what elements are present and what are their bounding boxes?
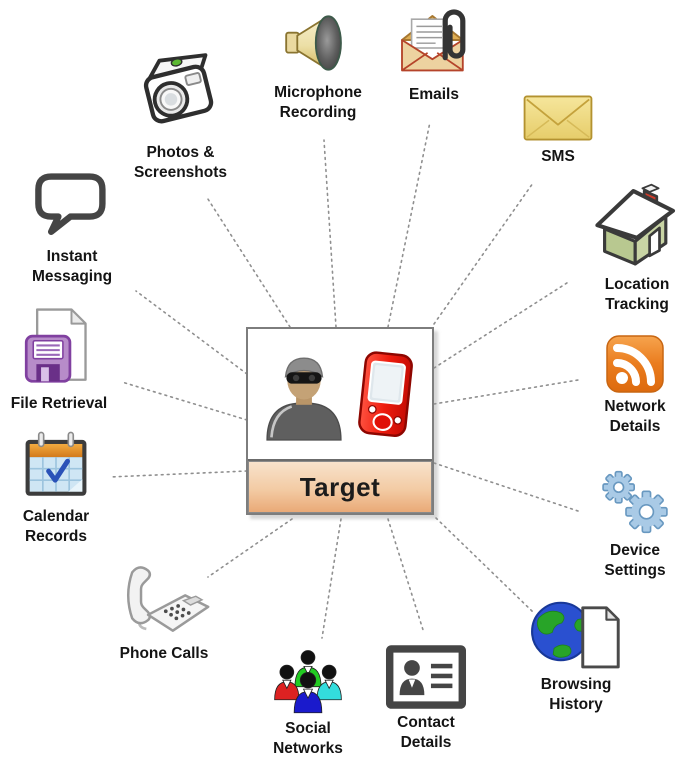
node-social-networks: Social Networks bbox=[244, 646, 372, 760]
node-phone-calls: Phone Calls bbox=[96, 560, 232, 664]
target-label: Target bbox=[299, 471, 381, 502]
node-location-tracking: Location Tracking bbox=[574, 182, 700, 316]
floppy-document-icon bbox=[24, 308, 87, 383]
target-bar: Target bbox=[248, 459, 432, 513]
node-label-microphone: Microphone Recording bbox=[274, 84, 362, 122]
node-label-phone: Phone Calls bbox=[119, 645, 209, 662]
node-label-location: Location Tracking bbox=[604, 276, 670, 314]
node-label-emails: Emails bbox=[409, 86, 459, 103]
node-label-contact: Contact Details bbox=[397, 714, 455, 752]
node-microphone-recording: Microphone Recording bbox=[248, 6, 388, 124]
node-label-file: File Retrieval bbox=[10, 395, 108, 412]
connection-sms bbox=[433, 182, 534, 325]
connection-calendar bbox=[109, 470, 248, 478]
node-label-calendar: Calendar Records bbox=[22, 508, 90, 546]
node-browsing-history: Browsing History bbox=[512, 596, 640, 716]
node-calendar-records: Calendar Records bbox=[0, 430, 112, 548]
rss-icon bbox=[606, 335, 664, 393]
node-photos-screenshots: Photos & Screenshots bbox=[108, 40, 253, 184]
node-contact-details: Contact Details bbox=[362, 644, 490, 754]
connection-location bbox=[433, 280, 571, 369]
node-label-social: Social Networks bbox=[273, 720, 343, 758]
node-label-sms: SMS bbox=[541, 148, 575, 165]
node-network-details: Network Details bbox=[572, 334, 698, 438]
globe-page-icon bbox=[531, 601, 620, 669]
node-label-device: Device Settings bbox=[604, 542, 666, 580]
connection-device bbox=[433, 462, 579, 512]
connection-emails bbox=[387, 121, 431, 328]
center-target-box: Target bbox=[246, 327, 434, 515]
speech-bubble-icon bbox=[35, 173, 106, 235]
connection-im bbox=[135, 290, 248, 375]
calendar-icon bbox=[25, 431, 87, 496]
node-sms: SMS bbox=[494, 92, 622, 167]
node-label-browsing: Browsing History bbox=[540, 676, 612, 714]
center-icons bbox=[248, 329, 432, 459]
node-file-retrieval: File Retrieval bbox=[2, 306, 116, 414]
envelope-paperclip-icon bbox=[401, 9, 466, 72]
speaker-icon bbox=[285, 15, 342, 71]
house-icon bbox=[595, 183, 676, 266]
node-instant-messaging: Instant Messaging bbox=[4, 170, 140, 288]
node-label-photos: Photos & Screenshots bbox=[133, 144, 228, 182]
connection-microphone bbox=[323, 139, 337, 328]
node-label-network: Network Details bbox=[604, 398, 666, 436]
connection-photos bbox=[205, 195, 291, 328]
red-device-icon bbox=[358, 351, 413, 437]
node-device-settings: Device Settings bbox=[572, 466, 698, 582]
connection-social bbox=[321, 518, 342, 639]
connection-file bbox=[121, 381, 248, 421]
contact-card-icon bbox=[385, 645, 467, 709]
connection-contact bbox=[387, 518, 425, 634]
gears-icon bbox=[602, 470, 668, 534]
telephone-icon bbox=[126, 566, 210, 632]
connection-phone bbox=[207, 518, 293, 578]
connection-network bbox=[433, 379, 579, 405]
envelope-icon bbox=[523, 95, 593, 141]
connection-browsing bbox=[435, 517, 534, 613]
node-emails: Emails bbox=[368, 6, 500, 105]
masked-person-icon bbox=[266, 357, 342, 441]
people-group-icon bbox=[274, 650, 342, 714]
camera-icon bbox=[143, 53, 213, 124]
node-label-im: Instant Messaging bbox=[31, 248, 113, 286]
